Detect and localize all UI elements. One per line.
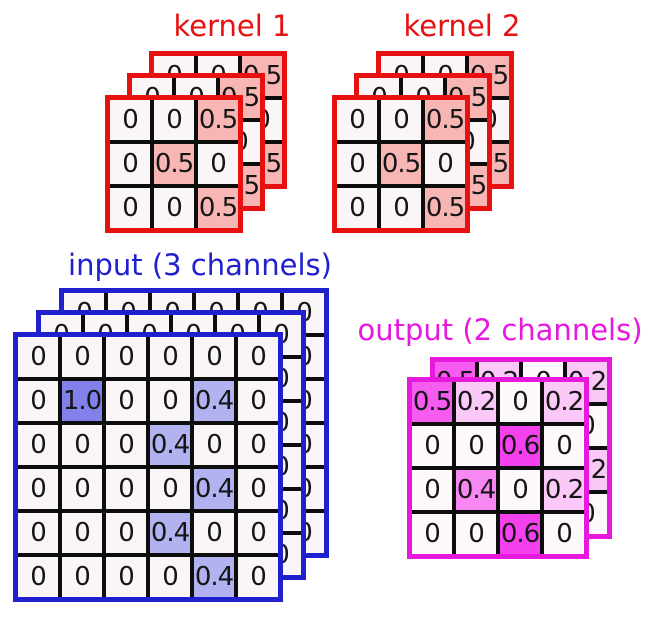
matrix-cell: 0: [106, 337, 146, 377]
matrix-cell: 0: [337, 100, 377, 140]
matrix-cell: 0: [110, 188, 150, 228]
matrix-cell: 0: [238, 557, 278, 597]
matrix-cell: 0: [62, 513, 102, 553]
matrix-cell: 0: [62, 425, 102, 465]
output-title: output (2 channels): [357, 313, 643, 347]
kernel2-title: kernel 2: [403, 9, 521, 43]
matrix-cell: 0: [198, 144, 238, 184]
matrix-cell: 0: [412, 514, 452, 554]
matrix-cell: 0: [238, 425, 278, 465]
matrix-cell: 0.2: [456, 382, 496, 422]
matrix-cell: 0: [18, 337, 58, 377]
matrix-cell: 0: [381, 188, 421, 228]
matrix-cell: 0: [544, 514, 584, 554]
matrix-cell: 0: [425, 144, 465, 184]
matrix-cell: 0: [412, 470, 452, 510]
matrix-cell: 0.5: [425, 188, 465, 228]
matrix-cell: 0: [150, 337, 190, 377]
matrix-cell: 0: [544, 426, 584, 466]
matrix-cell: 0: [238, 337, 278, 377]
matrix-cell: 0: [154, 100, 194, 140]
matrix-cell: 0: [238, 469, 278, 509]
matrix-cell: 0: [110, 144, 150, 184]
matrix-cell: 0.4: [194, 557, 234, 597]
matrix-cell: 0: [337, 144, 377, 184]
matrix-cell: 0.5: [198, 188, 238, 228]
matrix-cell: 0: [154, 188, 194, 228]
kernel1-title: kernel 1: [173, 9, 291, 43]
matrix-cell: 0.5: [381, 144, 421, 184]
matrix-cell: 0.5: [198, 100, 238, 140]
matrix-cell: 0.4: [194, 381, 234, 421]
matrix-cell: 0.5: [412, 382, 452, 422]
matrix-cell: 0.4: [150, 425, 190, 465]
matrix-cell: 0: [150, 469, 190, 509]
matrix-cell: 0.5: [425, 100, 465, 140]
matrix-cell: 0: [194, 337, 234, 377]
matrix-cell: 0: [194, 425, 234, 465]
matrix-cell: 0: [456, 514, 496, 554]
matrix-cell: 0: [18, 381, 58, 421]
matrix-cell: 0: [106, 513, 146, 553]
matrix-cell: 0: [62, 337, 102, 377]
matrix-cell: 0.6: [500, 514, 540, 554]
matrix-cell: 0: [18, 469, 58, 509]
matrix-cell: 0: [106, 469, 146, 509]
matrix-cell: 0: [150, 381, 190, 421]
matrix-cell: 0: [62, 469, 102, 509]
matrix-cell: 0: [337, 188, 377, 228]
matrix-cell: 0.6: [500, 426, 540, 466]
matrix-cell: 0: [500, 470, 540, 510]
matrix-cell: 0: [18, 425, 58, 465]
matrix-cell: 0: [238, 513, 278, 553]
input-title: input (3 channels): [68, 248, 332, 282]
matrix-cell: 0.2: [544, 382, 584, 422]
matrix-cell: 0: [106, 557, 146, 597]
matrix-cell: 0: [194, 513, 234, 553]
matrix-cell: 0: [150, 557, 190, 597]
matrix-cell: 0: [106, 381, 146, 421]
matrix-cell: 0.4: [456, 470, 496, 510]
matrix-cell: 0: [106, 425, 146, 465]
matrix-cell: 0: [412, 426, 452, 466]
matrix-cell: 0.5: [154, 144, 194, 184]
matrix-cell: 0: [62, 557, 102, 597]
matrix-cell: 0.2: [544, 470, 584, 510]
matrix-cell: 0: [110, 100, 150, 140]
matrix-cell: 0: [381, 100, 421, 140]
matrix-cell: 1.0: [62, 381, 102, 421]
matrix-cell: 0: [500, 382, 540, 422]
matrix-cell: 0: [456, 426, 496, 466]
matrix-cell: 0.4: [194, 469, 234, 509]
matrix-cell: 0: [238, 381, 278, 421]
matrix-cell: 0: [18, 557, 58, 597]
matrix-cell: 0: [18, 513, 58, 553]
matrix-cell: 0.4: [150, 513, 190, 553]
